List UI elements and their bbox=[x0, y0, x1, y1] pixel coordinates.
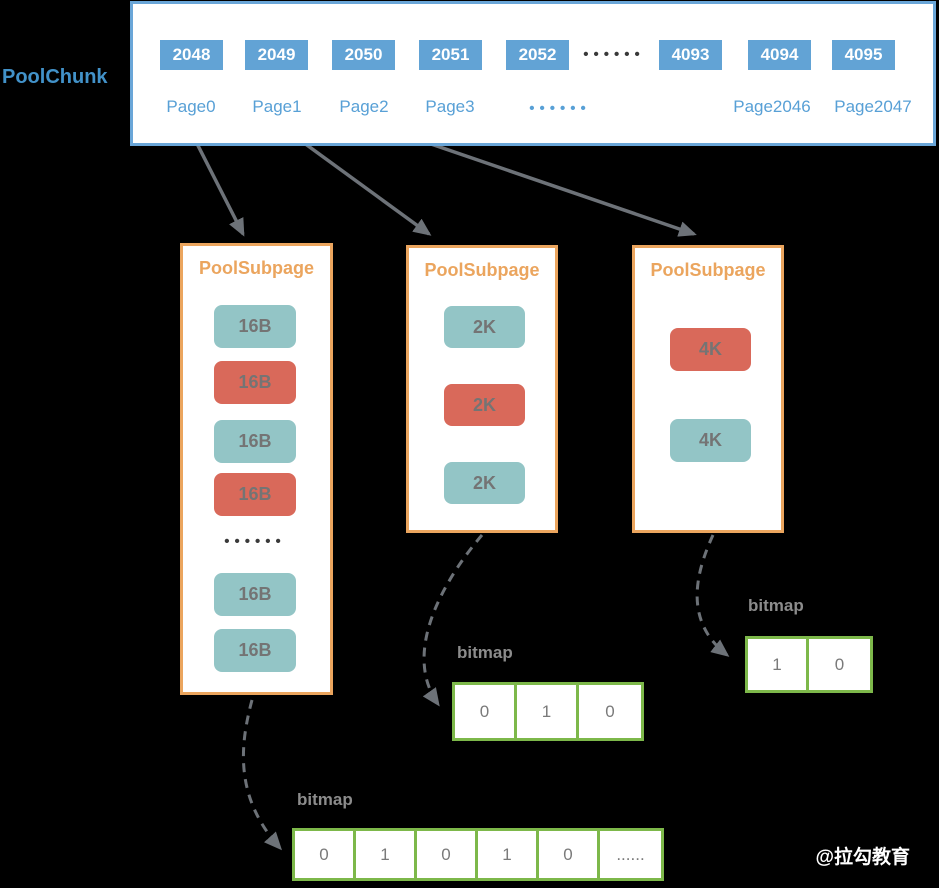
subpage-title: PoolSubpage bbox=[424, 260, 540, 280]
subpage-title: PoolSubpage bbox=[198, 258, 314, 278]
bitmap-cell: 0 bbox=[834, 654, 845, 674]
page-label: Page0 bbox=[166, 97, 216, 116]
dashed-arrow-subpage3-to-bitmap bbox=[695, 534, 730, 657]
memory-block: 16B bbox=[214, 473, 296, 516]
pages-ellipsis: •••••• bbox=[529, 100, 591, 117]
page-label: Page2047 bbox=[834, 97, 912, 116]
bitmap-label: bitmap bbox=[748, 596, 804, 615]
page-index-tile: 4095 bbox=[832, 40, 895, 70]
bitmap-cell: 1 bbox=[748, 639, 809, 690]
dashed-arrow-subpage2-to-bitmap bbox=[422, 534, 484, 707]
memory-block: 16B bbox=[214, 305, 296, 348]
memory-block: 16B bbox=[214, 573, 296, 616]
pool-chunk-box: 2048 2049 2050 2051 2052 •••••• 4093 409… bbox=[130, 1, 936, 146]
watermark: @拉勾教育 bbox=[815, 847, 910, 868]
memory-block: 2K bbox=[444, 462, 525, 504]
bitmap-cell: 0 bbox=[539, 831, 600, 878]
page-index-tile: 2049 bbox=[245, 40, 308, 70]
page-index-tile: 2051 bbox=[419, 40, 482, 70]
page-label: Page3 bbox=[425, 97, 475, 116]
memory-block: 16B bbox=[214, 629, 296, 672]
page-index-tile: 2048 bbox=[160, 40, 223, 70]
memory-block: 4K bbox=[670, 419, 751, 462]
pool-chunk-title: PoolChunk bbox=[2, 66, 108, 88]
dashed-arrow-subpage1-to-bitmap bbox=[241, 699, 283, 851]
bitmap-cell: 0 bbox=[295, 831, 356, 878]
bitmap-cell: 1 bbox=[356, 831, 417, 878]
pool-subpage-box-3: PoolSubpage 4K 4K bbox=[632, 245, 784, 533]
bitmap-label: bitmap bbox=[457, 643, 513, 662]
page-label: Page1 bbox=[252, 97, 302, 116]
subpage-title: PoolSubpage bbox=[650, 260, 766, 280]
bitmap-cell: 0 bbox=[605, 701, 615, 721]
memory-block: 4K bbox=[670, 328, 751, 371]
bitmap-table: 0 1 0 bbox=[452, 682, 644, 741]
page-index-tile: 2050 bbox=[332, 40, 395, 70]
page-label: Page2 bbox=[339, 97, 389, 116]
memory-block: 16B bbox=[214, 361, 296, 404]
page-index-tile: 4093 bbox=[659, 40, 722, 70]
blocks-ellipsis: •••••• bbox=[224, 533, 286, 550]
bitmap-table: 0 1 0 1 0 ...... bbox=[292, 828, 664, 881]
bitmap-cell: 1 bbox=[517, 685, 579, 738]
bitmap-label: bitmap bbox=[297, 790, 353, 809]
memory-block: 16B bbox=[214, 420, 296, 463]
page-label: Page2046 bbox=[733, 97, 811, 116]
pool-subpage-box-2: PoolSubpage 2K 2K 2K bbox=[406, 245, 558, 533]
memory-block: 2K bbox=[444, 384, 525, 426]
page-index-tile: 4094 bbox=[748, 40, 811, 70]
pool-subpage-box-1: PoolSubpage 16B 16B 16B 16B •••••• 16B 1… bbox=[180, 243, 333, 695]
bitmap-cell: ...... bbox=[616, 844, 645, 864]
bitmap-table: 1 0 bbox=[745, 636, 873, 693]
tiles-ellipsis: •••••• bbox=[583, 46, 645, 63]
bitmap-cell: 0 bbox=[417, 831, 478, 878]
bitmap-cell: 1 bbox=[478, 831, 539, 878]
page-index-tile: 2052 bbox=[506, 40, 569, 70]
bitmap-cell: 0 bbox=[455, 685, 517, 738]
memory-block: 2K bbox=[444, 306, 525, 348]
